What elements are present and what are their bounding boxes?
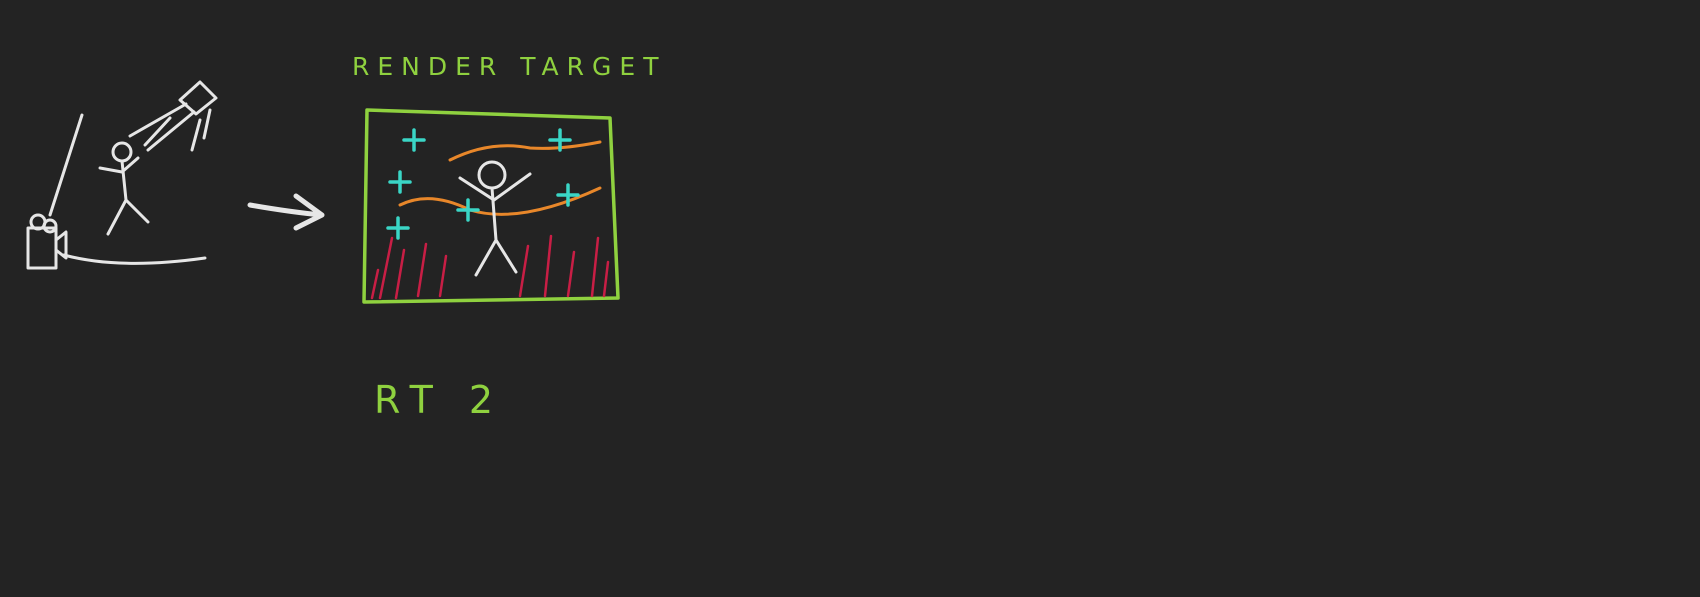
spotlight-icon xyxy=(128,80,218,152)
stage-floor xyxy=(62,253,207,265)
stick-figure-icon xyxy=(98,141,150,236)
stage-back-line xyxy=(48,113,84,217)
rt2-label: RT 2 xyxy=(374,378,506,422)
camera-icon xyxy=(26,213,68,270)
render-target-label: RENDER TARGET xyxy=(352,52,667,81)
scene-group xyxy=(26,80,218,270)
arrow-scene-to-rt xyxy=(247,193,325,231)
render-target-frame xyxy=(362,108,620,304)
